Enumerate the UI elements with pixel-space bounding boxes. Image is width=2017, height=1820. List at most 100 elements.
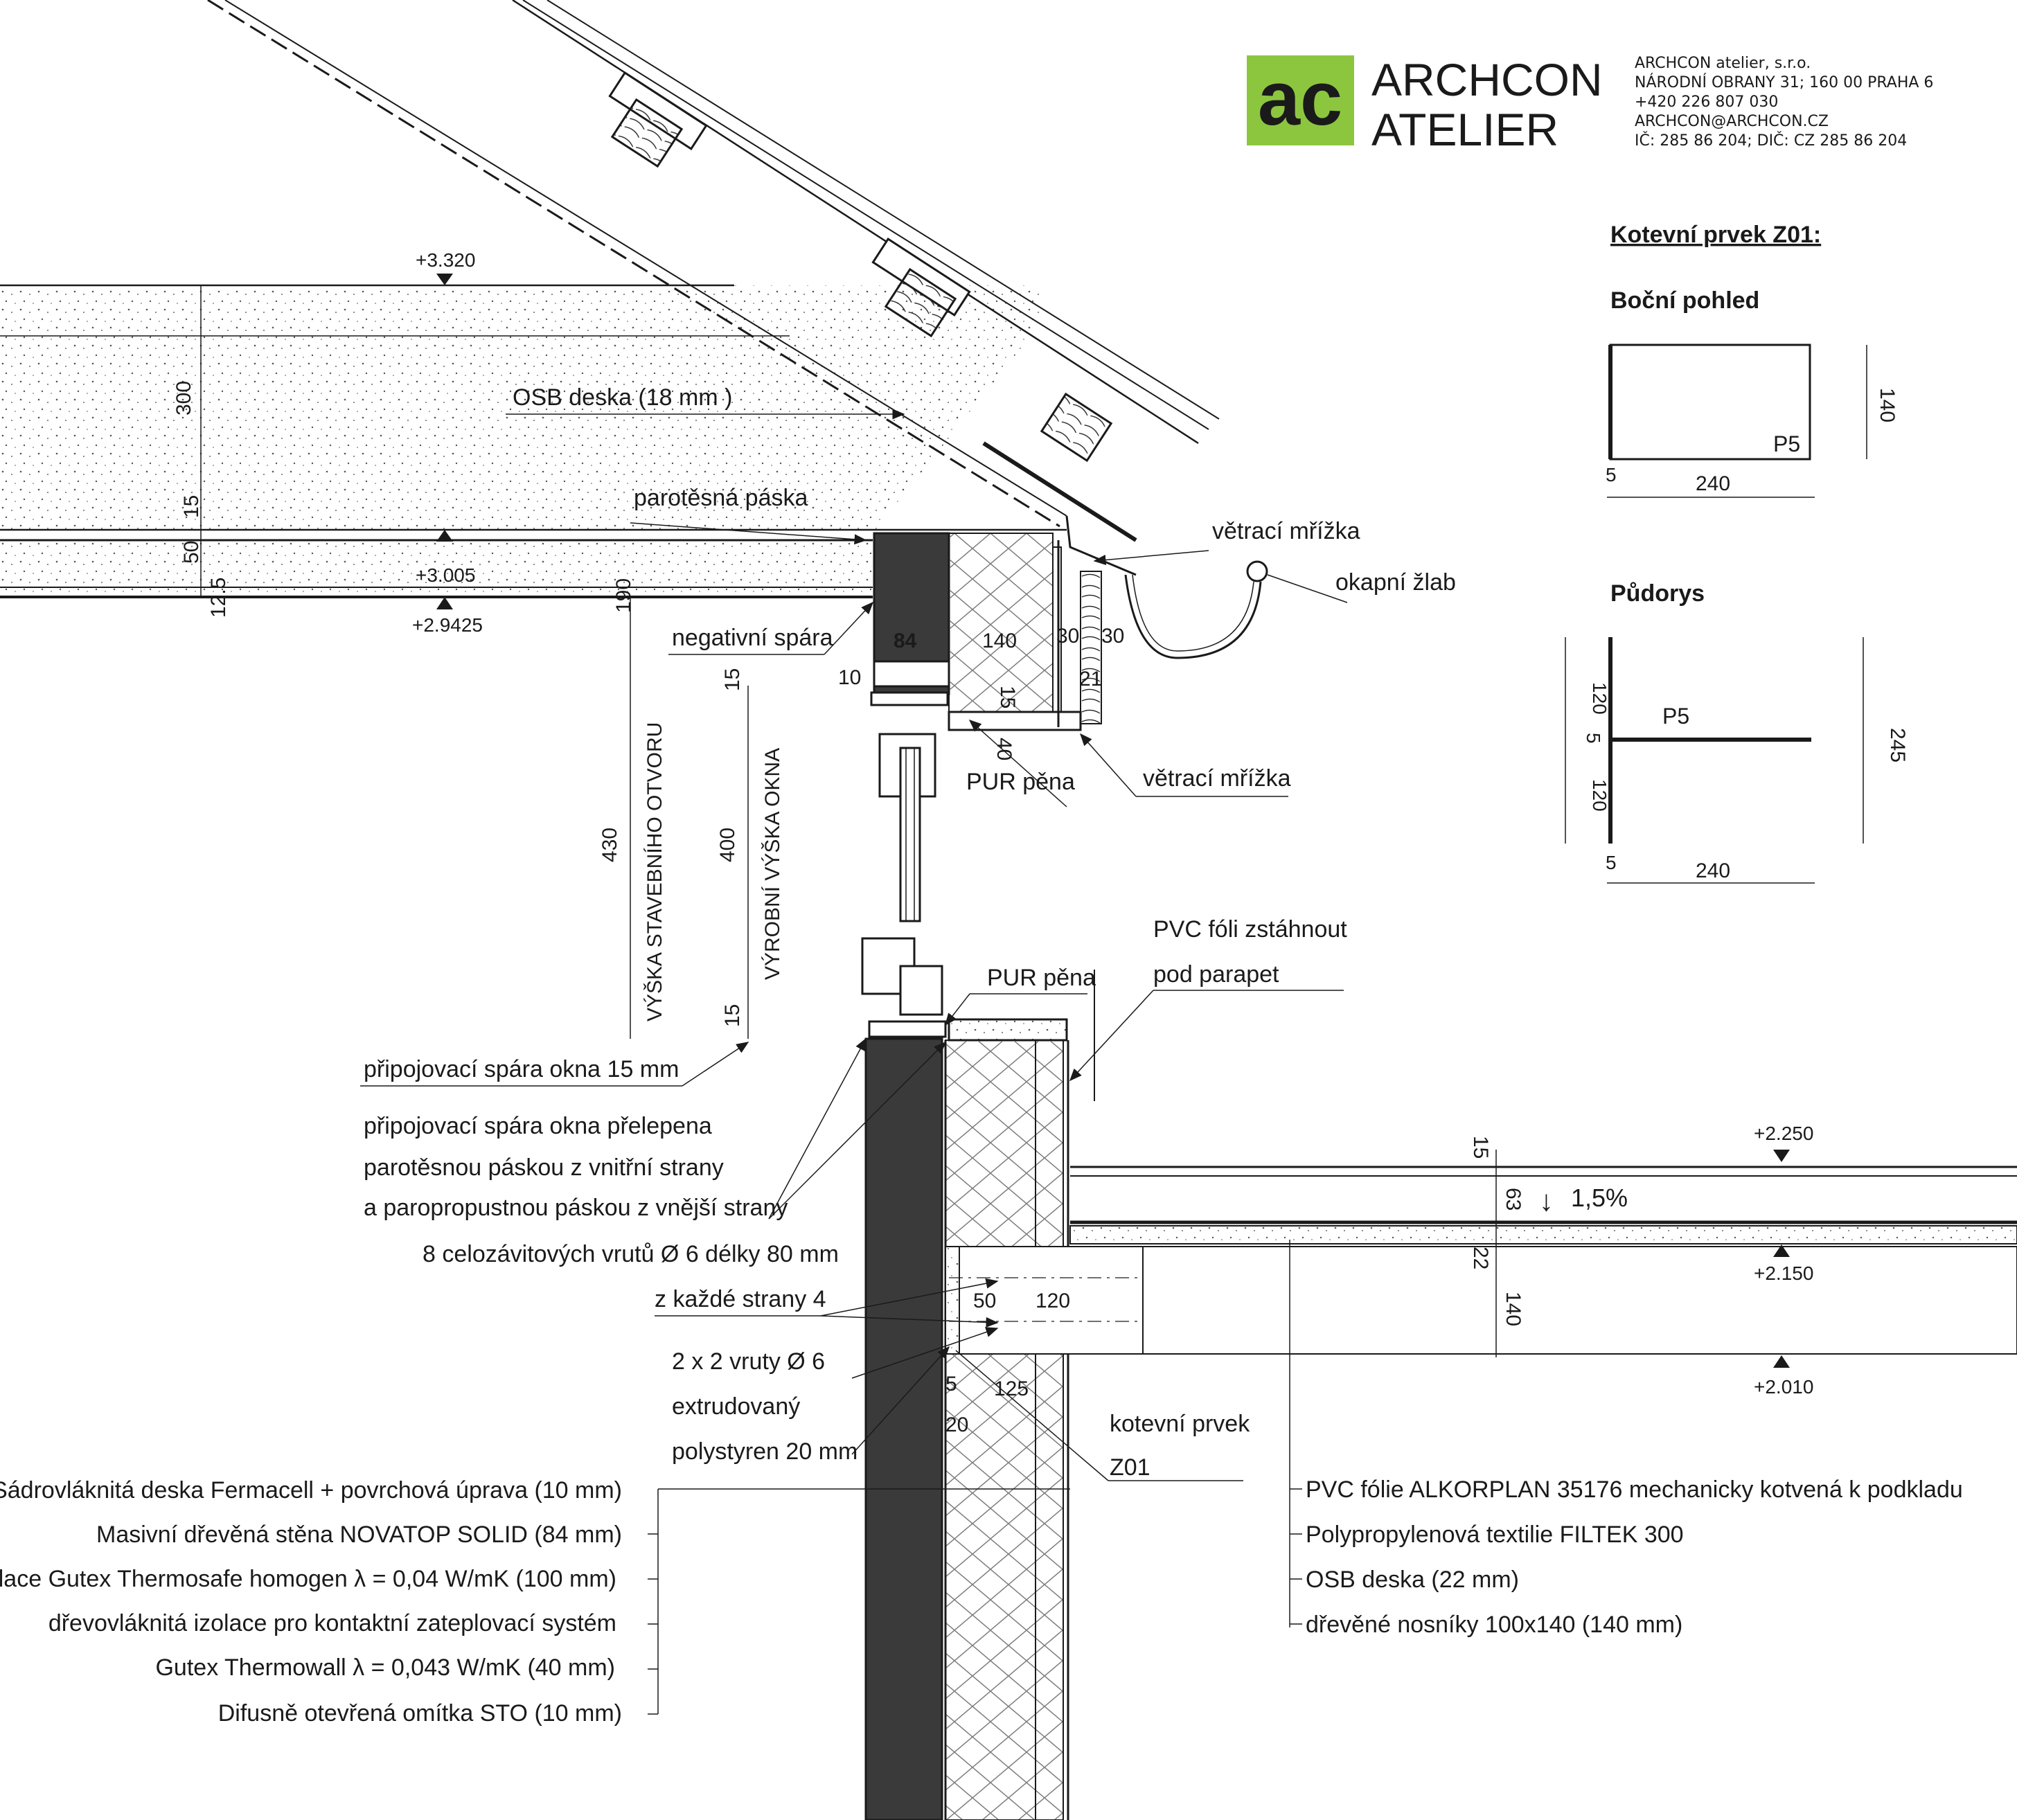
callout-vent-grille-top: větrací mřížka <box>1212 518 1360 544</box>
callout-screws-line1: 8 celozávitových vrutů Ø 6 délky 80 mm <box>423 1241 839 1267</box>
address-line: IČ: 285 86 204; DIČ: CZ 285 86 204 <box>1635 132 1907 150</box>
address-line: NÁRODNÍ OBRANY 31; 160 00 PRAHA 6 <box>1635 73 1933 91</box>
dim-gap-21: 21 <box>1079 668 1102 690</box>
logo-line1: ARCHCON <box>1371 54 1603 105</box>
address-line: ARCHCON atelier, s.r.o. <box>1635 55 1811 72</box>
wall-layer: Sádrovláknitá deska Fermacell + povrchov… <box>0 1477 622 1504</box>
plan-view-dim-total: 245 <box>1886 728 1909 762</box>
wall-layer: dřevovláknitá izolace pro kontaktní zate… <box>48 1610 616 1636</box>
terrace-layer: OSB deska (22 mm) <box>1306 1567 1519 1593</box>
terrace-layer: Polypropylenová textilie FILTEK 300 <box>1306 1522 1684 1548</box>
address-line: ARCHCON@ARCHCON.CZ <box>1635 113 1829 130</box>
callout-anchor-line1: kotevní prvek <box>1110 1411 1250 1437</box>
callout-osb: OSB deska (18 mm ) <box>513 384 732 411</box>
callout-pur-foam-top: PUR pěna <box>966 769 1075 795</box>
dim-terrace-15: 15 <box>1469 1136 1492 1159</box>
callout-screws2-line1: 2 x 2 vruty Ø 6 <box>672 1348 825 1375</box>
level-terrace-bottom: +2.010 <box>1754 1376 1813 1398</box>
opening-height-label: VÝŠKA STAVEBNÍHO OTVORU <box>643 722 666 1021</box>
callout-vent-grille-bottom: větrací mřížka <box>1143 765 1291 792</box>
callout-screws-line2: z každé strany 4 <box>655 1286 826 1312</box>
dim-roof-50: 50 <box>180 541 203 564</box>
wall-layer: Gutex Thermowall λ = 0,043 W/mK (40 mm) <box>155 1654 615 1681</box>
level-labels: +3.320 +3.005 +2.9425 +2.250 +2.150 +2.0… <box>412 249 1813 1398</box>
dim-terrace-63: 63 <box>1502 1188 1525 1211</box>
logo-mark: ac <box>1258 56 1342 141</box>
window-height-label: VÝROBNÍ VÝŠKA OKNA <box>761 748 784 980</box>
wall-layer: izolace Gutex Thermosafe homogen λ = 0,0… <box>0 1566 616 1592</box>
firm-logo: ac ARCHCON ATELIER <box>1247 54 1603 155</box>
terrace-slab <box>945 970 2017 1355</box>
dim-window-bottom-15: 15 <box>721 1004 744 1027</box>
dim-sill-15: 15 <box>996 686 1019 708</box>
side-view-dim-width: 240 <box>1696 472 1730 495</box>
dim-slope: 1,5% <box>1571 1184 1628 1212</box>
roof-tiles <box>207 0 1220 576</box>
callout-tape-line3: a paropropustnou páskou z vnější strany <box>364 1195 788 1221</box>
side-view-dim-height: 140 <box>1876 388 1899 422</box>
callout-xps-line1: extrudovaný <box>672 1393 800 1420</box>
firm-address: ARCHCON atelier, s.r.o. NÁRODNÍ OBRANY 3… <box>1635 55 1933 150</box>
plan-view-dim-bottom: 120 <box>1589 779 1610 812</box>
dim-wall-30b: 30 <box>1101 625 1124 648</box>
level-terrace-struct: +2.150 <box>1754 1263 1813 1284</box>
level-roof-top: +3.320 <box>416 249 475 271</box>
logo-line2: ATELIER <box>1371 104 1558 155</box>
dim-anchor-120: 120 <box>1036 1290 1070 1312</box>
terrace-layers-legend: PVC fólie ALKORPLAN 35176 mechanicky kot… <box>1306 1476 1963 1638</box>
dim-terrace-140: 140 <box>1502 1292 1525 1326</box>
wall-layers-legend: Sádrovláknitá deska Fermacell + povrchov… <box>0 1477 622 1727</box>
callout-vapor-tape: parotěsná páska <box>634 485 808 511</box>
dim-anchor-50: 50 <box>973 1290 996 1312</box>
dim-anchor-125: 125 <box>994 1377 1029 1400</box>
anchor-detail: Kotevní prvek Z01: Boční pohled P5 5 240… <box>1583 222 1909 882</box>
level-terrace-top: +2.250 <box>1754 1123 1813 1144</box>
vertical-labels: VÝŠKA STAVEBNÍHO OTVORU VÝROBNÍ VÝŠKA OK… <box>643 722 784 1021</box>
callout-tape-line1: připojovací spára okna přelepena <box>364 1113 712 1139</box>
level-ceiling-bottom: +2.9425 <box>412 614 483 636</box>
callout-pur-foam-bottom: PUR pěna <box>987 965 1096 991</box>
dim-opening-430: 430 <box>598 828 621 862</box>
logo-mark-box <box>1247 55 1354 145</box>
dim-roof-15: 15 <box>180 495 203 518</box>
dim-wall-140: 140 <box>982 630 1017 652</box>
plan-view-dim-mid: 5 <box>1583 733 1604 744</box>
callout-tape-line2: parotěsnou páskou z vnitřní strany <box>364 1154 724 1181</box>
side-view-dim-thickness: 5 <box>1606 464 1617 485</box>
address-line: +420 226 807 030 <box>1635 93 1778 111</box>
dim-window-top-15: 15 <box>721 668 744 691</box>
callout-pvc-line1: PVC fóli zstáhnout <box>1153 916 1347 943</box>
callout-window-joint: připojovací spára okna 15 mm <box>364 1056 679 1082</box>
plan-view-dim-thickness: 5 <box>1606 852 1617 873</box>
dim-roof-insulation: 300 <box>172 381 195 416</box>
slope-arrow-icon: ↓ <box>1539 1184 1554 1217</box>
side-view-plate-label: P5 <box>1773 431 1800 456</box>
wall-layer: Masivní dřevěná stěna NOVATOP SOLID (84 … <box>96 1522 622 1548</box>
plan-view-plate-label: P5 <box>1662 704 1689 729</box>
anchor-detail-title: Kotevní prvek Z01: <box>1610 222 1821 248</box>
plan-view-dim-width: 240 <box>1696 859 1730 882</box>
window-frame <box>861 691 1068 1042</box>
dim-lintel-190: 190 <box>612 578 635 613</box>
wall-layer: Difusně otevřená omítka STO (10 mm) <box>218 1700 622 1727</box>
dimension-lines <box>200 274 1867 1715</box>
dim-anchor-20: 20 <box>945 1413 968 1436</box>
dim-sill-40: 40 <box>993 738 1015 760</box>
callout-gutter: okapní žlab <box>1335 569 1456 596</box>
callout-xps-line2: polystyren 20 mm <box>672 1438 858 1465</box>
callout-negative-joint: negativní spára <box>672 625 833 651</box>
lintel-wall <box>873 532 1268 731</box>
dim-roof-12-5: 12.5 <box>207 578 230 618</box>
dimension-labels: 300 15 50 12.5 190 84 140 30 30 10 21 15… <box>172 381 1628 1436</box>
dim-gap-10: 10 <box>838 666 861 689</box>
terrace-layer: dřevěné nosníky 100x140 (140 mm) <box>1306 1612 1682 1638</box>
plan-view-heading: Půdorys <box>1610 580 1705 607</box>
side-view-heading: Boční pohled <box>1610 287 1759 314</box>
callout-anchor-line2: Z01 <box>1110 1454 1150 1481</box>
terrace-layer: PVC fólie ALKORPLAN 35176 mechanicky kot… <box>1306 1476 1963 1503</box>
level-ceiling: +3.005 <box>416 564 475 586</box>
dim-window-400: 400 <box>716 828 739 862</box>
callout-pvc-line2: pod parapet <box>1153 961 1279 988</box>
dim-wall-30a: 30 <box>1056 625 1079 648</box>
